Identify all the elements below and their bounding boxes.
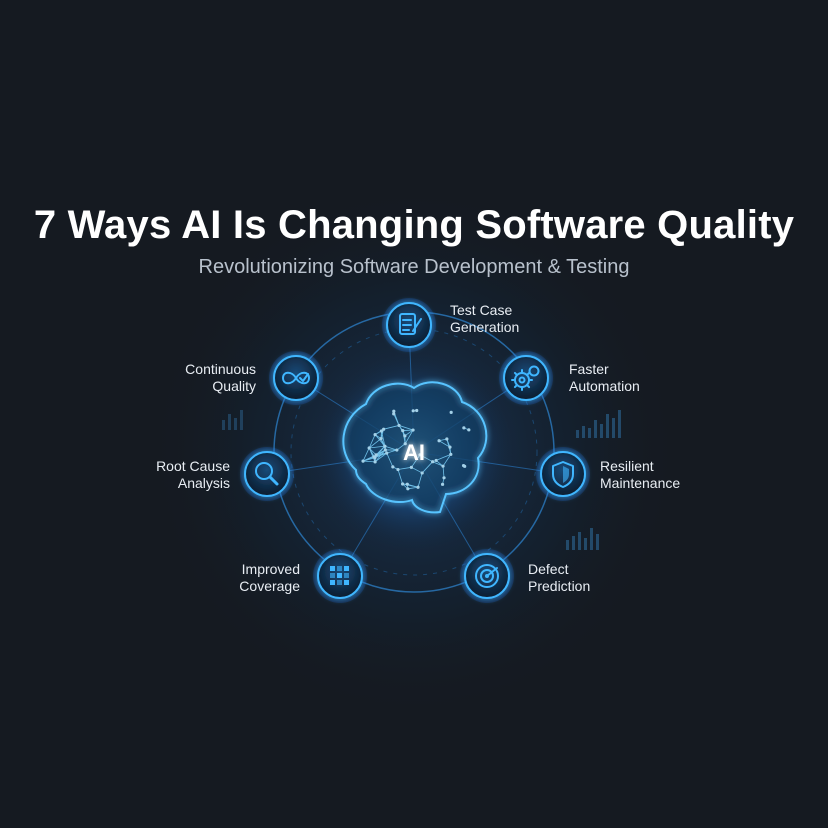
page-title: 7 Ways AI Is Changing Software Quality xyxy=(33,203,795,247)
brain-icon xyxy=(342,381,488,514)
node-faster-automation xyxy=(499,351,553,405)
page-subtitle: Revolutionizing Software Development & T… xyxy=(198,256,630,278)
document-pen-icon xyxy=(399,313,422,335)
grid-icon xyxy=(330,566,349,585)
node-circle xyxy=(503,355,549,401)
inner-dashed-ring xyxy=(290,328,538,576)
decorative-bars-right xyxy=(566,410,621,550)
center-ai-label: AI xyxy=(403,440,425,465)
gears-icon xyxy=(511,365,540,391)
feature-nodes xyxy=(240,298,590,603)
infinity-check-icon xyxy=(282,371,310,385)
node-root-cause-analysis xyxy=(240,447,294,501)
node-test-case-generation xyxy=(382,298,436,352)
radar-icon xyxy=(475,564,499,588)
magnifier-icon xyxy=(255,462,279,486)
node-circle xyxy=(244,451,290,497)
node-improved-coverage xyxy=(313,549,367,603)
node-defect-prediction xyxy=(460,549,514,603)
node-continuous-quality xyxy=(269,351,323,405)
decorative-bars-left xyxy=(222,410,243,430)
node-resilient-maintenance xyxy=(536,447,590,501)
shield-icon xyxy=(552,461,574,488)
